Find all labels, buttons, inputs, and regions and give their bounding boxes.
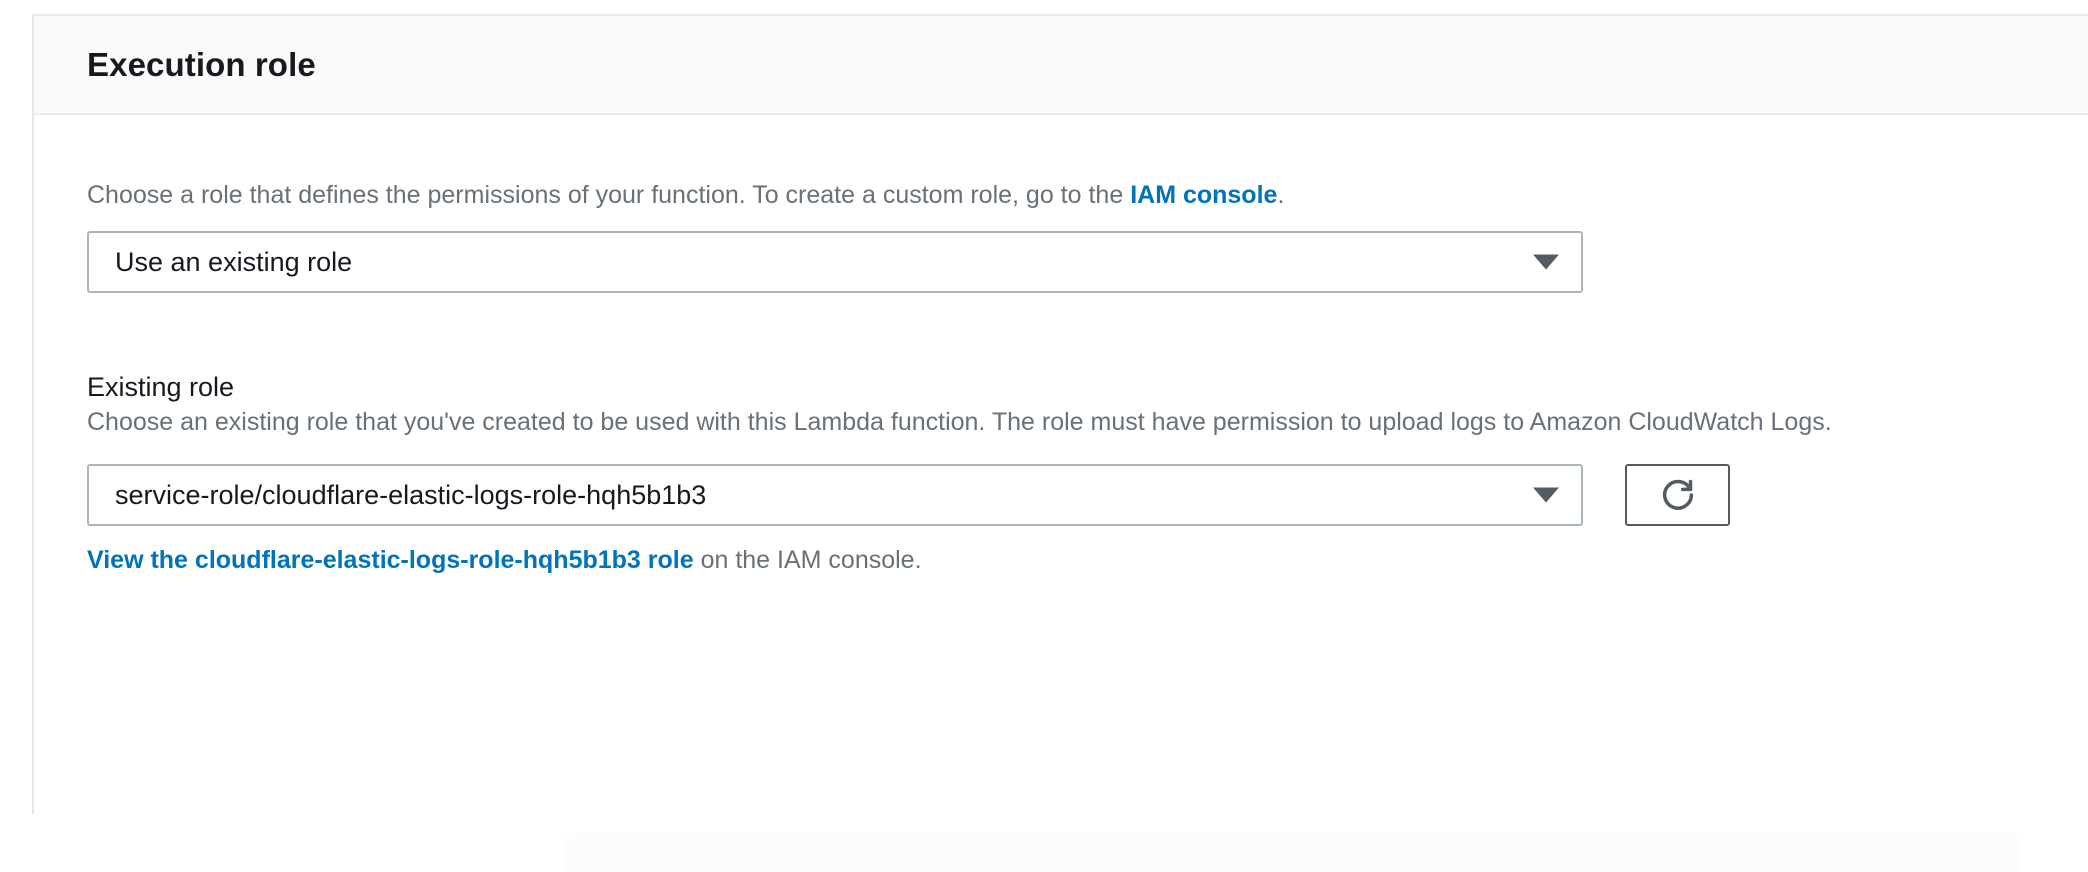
existing-role-section: Existing role Choose an existing role th… <box>87 293 2035 577</box>
refresh-icon <box>1658 475 1698 515</box>
view-role-link[interactable]: View the cloudflare-elastic-logs-role-hq… <box>87 546 694 574</box>
role-mode-description: Choose a role that defines the permissio… <box>87 115 2035 213</box>
role-mode-select[interactable]: Use an existing role <box>87 231 1583 293</box>
role-mode-description-text: Choose a role that defines the permissio… <box>87 181 1131 209</box>
role-mode-select-value: Use an existing role <box>115 246 353 277</box>
card-body: Choose a role that defines the permissio… <box>34 115 2088 577</box>
existing-role-description: Choose an existing role that you've crea… <box>87 408 1832 436</box>
chevron-down-icon <box>1533 487 1559 503</box>
iam-console-link[interactable]: IAM console <box>1130 181 1278 209</box>
page-title: Execution role <box>87 45 316 83</box>
existing-role-select-value: service-role/cloudflare-elastic-logs-rol… <box>115 479 707 510</box>
existing-role-footnote: View the cloudflare-elastic-logs-role-hq… <box>87 543 2035 577</box>
view-role-suffix: on the IAM console. <box>693 546 922 574</box>
existing-role-select[interactable]: service-role/cloudflare-elastic-logs-rol… <box>87 464 1583 526</box>
next-card-edge <box>565 832 2020 872</box>
refresh-roles-button[interactable] <box>1625 464 1730 526</box>
card-header: Execution role <box>34 16 2088 115</box>
execution-role-card: Execution role Choose a role that define… <box>32 14 2088 814</box>
chevron-down-icon <box>1533 254 1559 270</box>
role-mode-description-period: . <box>1277 181 1285 209</box>
existing-role-row: service-role/cloudflare-elastic-logs-rol… <box>87 464 2035 526</box>
existing-role-label: Existing role <box>87 372 235 402</box>
